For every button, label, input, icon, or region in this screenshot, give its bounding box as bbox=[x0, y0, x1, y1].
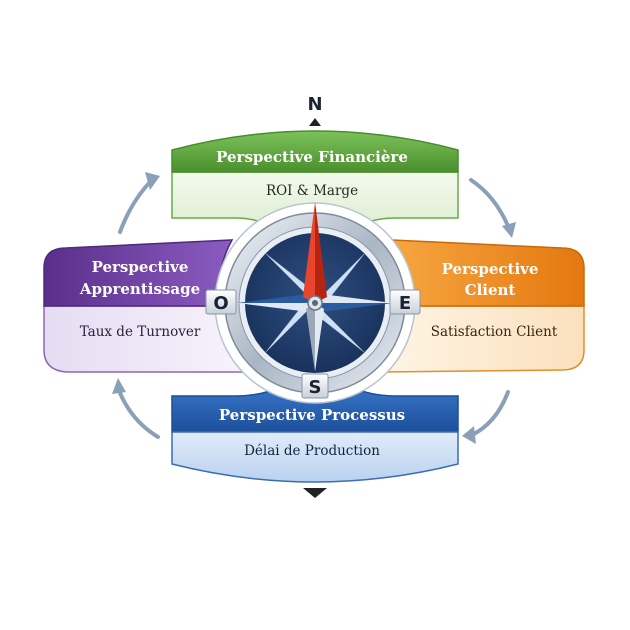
customer-kpi: Satisfaction Client bbox=[431, 324, 558, 340]
west-label: O bbox=[213, 293, 228, 314]
east-label: E bbox=[399, 293, 411, 314]
financial-title: Perspective Financière bbox=[216, 148, 408, 166]
east-plate: E bbox=[389, 289, 421, 315]
learning-kpi: Taux de Turnover bbox=[80, 324, 201, 340]
north-needle-icon bbox=[303, 202, 315, 303]
financial-card-header bbox=[171, 130, 459, 173]
perspective-customer: Perspective Client Satisfaction Client bbox=[380, 239, 585, 373]
west-plate: O bbox=[205, 289, 237, 315]
customer-title-line2: Client bbox=[465, 281, 516, 299]
process-kpi: Délai de Production bbox=[244, 443, 380, 459]
south-tick-icon bbox=[303, 488, 327, 498]
cycle-arrowheads bbox=[112, 172, 516, 444]
learning-title-line2: Apprentissage bbox=[79, 280, 200, 298]
learning-title-line1: Perspective bbox=[92, 258, 189, 276]
compass-icon bbox=[214, 202, 416, 404]
perspective-learning: Perspective Apprentissage Taux de Turnov… bbox=[43, 239, 250, 373]
financial-kpi: ROI & Marge bbox=[266, 183, 358, 199]
south-plate: S bbox=[301, 373, 329, 399]
north-label: N bbox=[307, 94, 322, 115]
north-tick-icon bbox=[309, 118, 321, 126]
customer-title-line1: Perspective bbox=[442, 260, 539, 278]
process-title: Perspective Processus bbox=[219, 406, 405, 424]
process-card-body bbox=[171, 431, 459, 483]
south-label: S bbox=[309, 377, 322, 398]
